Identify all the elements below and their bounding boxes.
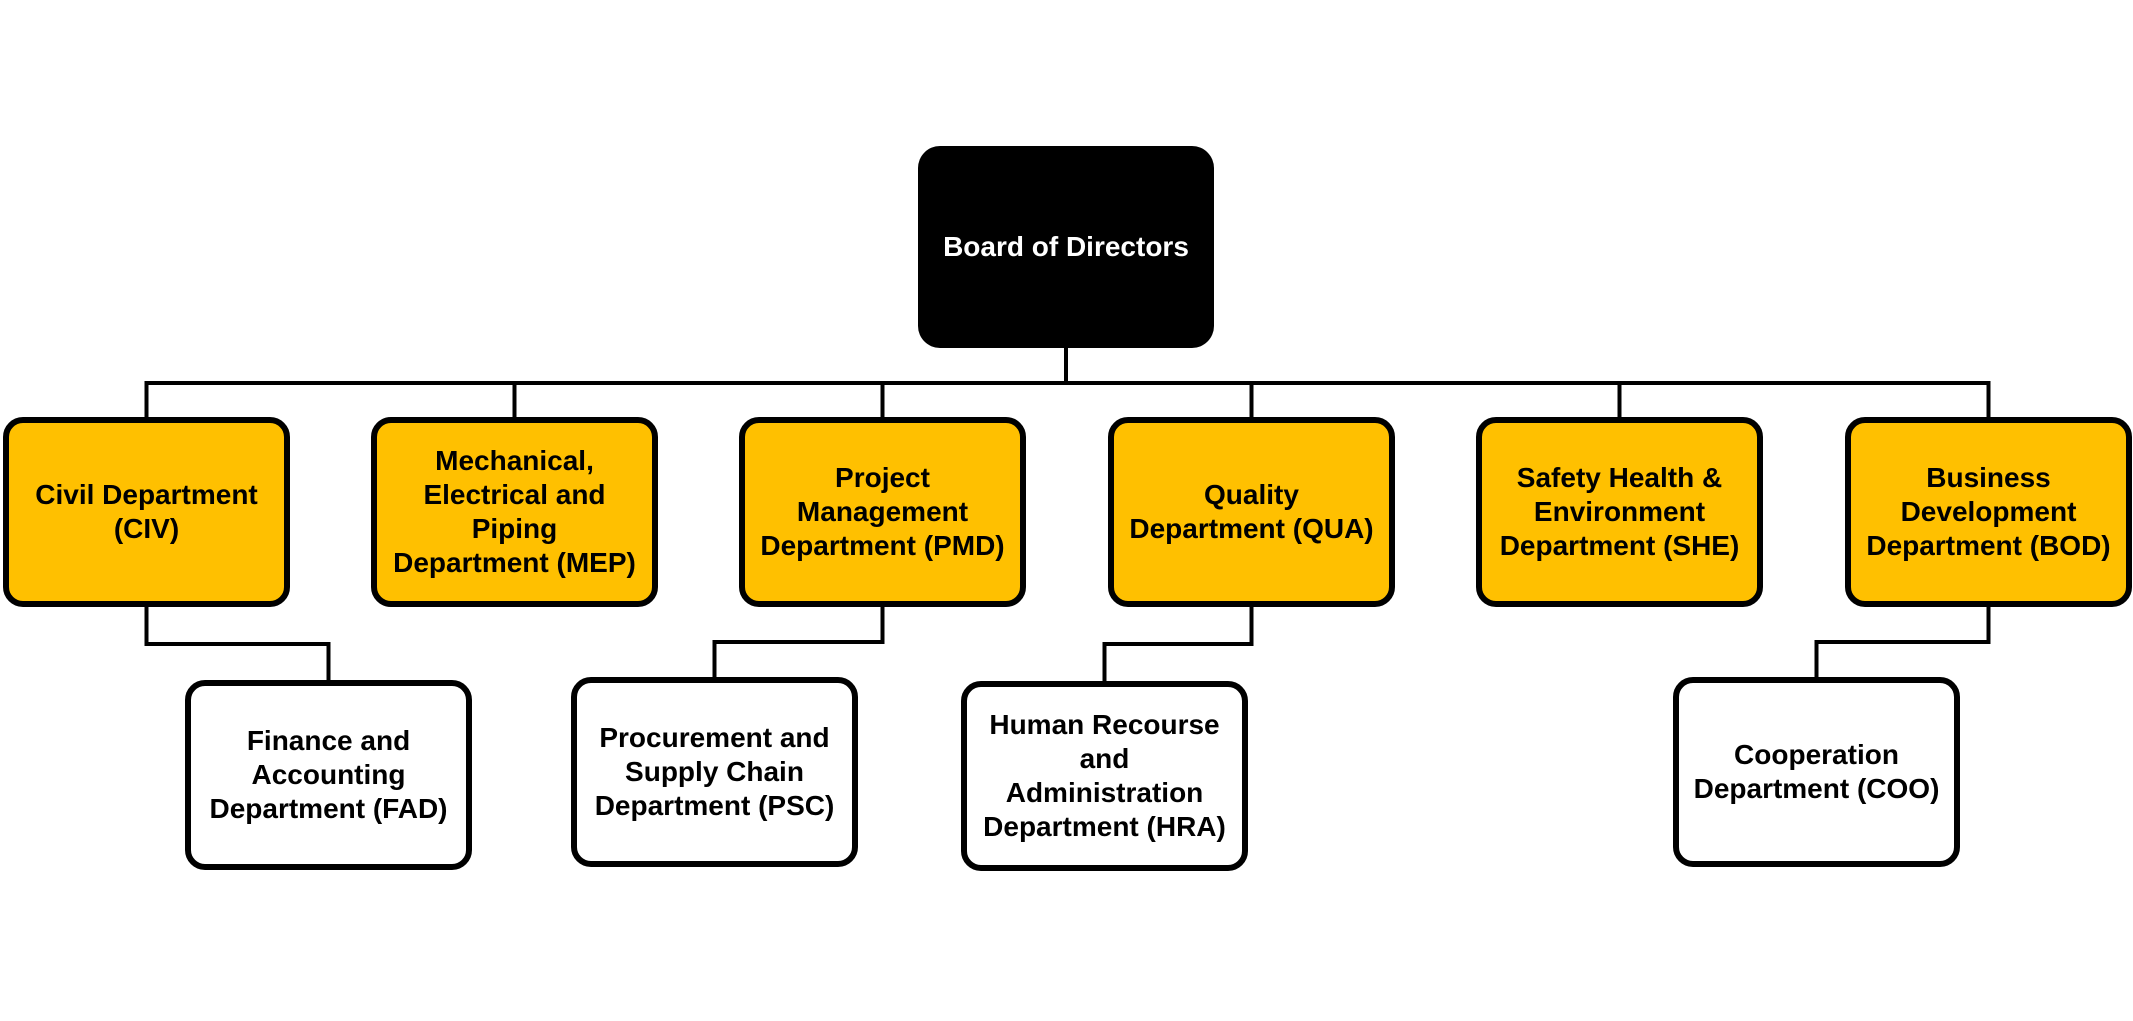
node-business-development-department: Business Development Department (BOD)	[1845, 417, 2132, 607]
node-label: Cooperation Department (COO)	[1693, 738, 1940, 804]
node-label: Board of Directors	[943, 230, 1189, 262]
node-label: Human Recourse and Administration Depart…	[983, 708, 1226, 843]
node-she-department: Safety Health & Environment Department (…	[1476, 417, 1763, 607]
node-quality-department: Quality Department (QUA)	[1108, 417, 1395, 607]
node-label: Finance and Accounting Department (FAD)	[209, 724, 448, 825]
node-label: Mechanical, Electrical and Piping Depart…	[393, 444, 636, 579]
node-mep-department: Mechanical, Electrical and Piping Depart…	[371, 417, 658, 607]
node-procurement-supply-chain-department: Procurement and Supply Chain Department …	[571, 677, 858, 867]
node-finance-accounting-department: Finance and Accounting Department (FAD)	[185, 680, 472, 870]
node-project-management-department: Project Management Department (PMD)	[739, 417, 1026, 607]
node-label: Quality Department (QUA)	[1129, 478, 1374, 544]
node-cooperation-department: Cooperation Department (COO)	[1673, 677, 1960, 867]
node-label: Civil Department (CIV)	[35, 478, 258, 544]
node-human-resource-administration-department: Human Recourse and Administration Depart…	[961, 681, 1248, 871]
node-label: Procurement and Supply Chain Department …	[594, 721, 835, 822]
node-label: Safety Health & Environment Department (…	[1499, 461, 1740, 562]
node-label: Project Management Department (PMD)	[760, 461, 1005, 562]
node-civil-department: Civil Department (CIV)	[3, 417, 290, 607]
node-board-of-directors: Board of Directors	[918, 146, 1214, 348]
node-label: Business Development Department (BOD)	[1866, 461, 2111, 562]
